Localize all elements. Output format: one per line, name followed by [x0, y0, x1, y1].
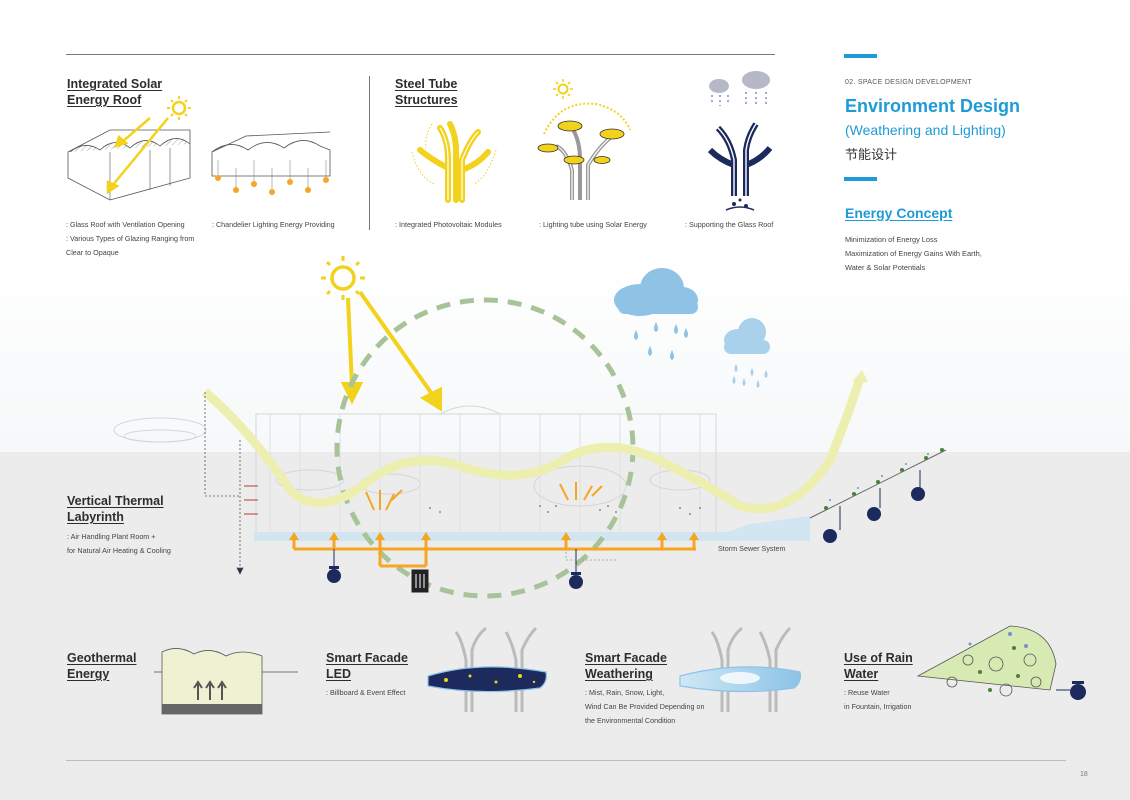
section-label: 02. SPACE DESIGN DEVELOPMENT — [845, 79, 972, 86]
led-facade-illustration — [427, 626, 547, 712]
slope-water — [710, 516, 810, 541]
page-number: 18 — [1080, 771, 1088, 778]
weathering-facade-illustration — [679, 626, 801, 712]
upper-background — [0, 250, 1130, 452]
air-flow-wave — [202, 376, 865, 514]
sun-ray-arrows — [106, 117, 169, 195]
duct-arrowheads — [289, 532, 699, 540]
weathering-title: Smart Facade Weathering — [585, 651, 667, 681]
slope-pumps — [823, 470, 925, 543]
led-note: : Billboard & Event Effect — [326, 688, 406, 697]
photovoltaic-note: : Integrated Photovoltaic Modules — [395, 220, 502, 229]
page-subtitle: (Weathering and Lighting) — [845, 122, 1006, 138]
led-title: Smart Facade LED — [326, 651, 408, 681]
tree-lights — [365, 482, 603, 511]
column-divider — [369, 76, 370, 230]
chandelier-roof-sketch — [211, 131, 331, 195]
steel-tube-title: Steel Tube Structures — [395, 77, 458, 107]
photovoltaic-tube-sketch — [411, 121, 497, 203]
chinese-subtitle: 节能设计 — [845, 148, 898, 163]
mist-dots — [429, 505, 701, 515]
raindrops-large — [634, 322, 688, 360]
slope-drips — [829, 453, 929, 501]
pump-icon — [327, 549, 341, 583]
energy-concept-text: Minimization of Energy Loss Maximization… — [845, 235, 982, 272]
geothermal-illustration — [154, 648, 298, 715]
lighting-tube-note: : Lighting tube using Solar Energy — [539, 220, 647, 229]
weathering-note: : Mist, Rain, Snow, Light, Wind Can Be P… — [585, 688, 705, 725]
storm-sewer-line — [565, 552, 616, 561]
rain-cloud-small — [724, 318, 770, 354]
labyrinth-flow — [204, 392, 244, 575]
water-band — [254, 532, 754, 541]
slope-plants — [824, 448, 944, 510]
small-sun-icon — [553, 79, 573, 99]
pump-icon — [569, 549, 583, 589]
intake-arrows — [244, 485, 258, 515]
labyrinth-note: : Air Handling Plant Room + for Natural … — [67, 532, 171, 555]
rain-water-note: : Reuse Water in Fountain, Irrigation — [844, 688, 912, 711]
supporting-tube-sketch — [707, 71, 773, 211]
raindrops-small — [732, 364, 768, 388]
solar-roof-title: Integrated Solar Energy Roof — [67, 77, 163, 107]
top-rule — [66, 54, 775, 55]
rain-cloud-large — [614, 268, 698, 316]
storm-sewer-label: Storm Sewer System — [718, 544, 786, 553]
energy-concept-title: Energy Concept — [845, 205, 953, 221]
solar-roof-note: : Glass Roof with Ventilation Opening : … — [66, 220, 195, 257]
solar-gain-arrows — [340, 290, 442, 412]
rainwater-illustration — [916, 625, 1086, 700]
battery-icon — [411, 569, 429, 593]
rain-water-title: Use of Rain Water — [844, 651, 913, 681]
labyrinth-title: Vertical Thermal Labyrinth — [67, 494, 164, 524]
air-flow-arrowhead — [852, 370, 868, 382]
accent-bar-top — [844, 54, 877, 58]
sun-icon — [167, 96, 191, 120]
support-note: : Supporting the Glass Roof — [685, 220, 774, 229]
building-outline — [113, 405, 717, 537]
air-duct-network — [292, 538, 696, 568]
accent-bar-mid — [844, 177, 877, 181]
lighting-tube-sketch — [537, 79, 631, 200]
lower-background — [0, 452, 1130, 800]
big-sun-icon — [321, 256, 365, 300]
chandelier-note: : Chandelier Lighting Energy Providing — [212, 220, 335, 229]
bottom-rule — [66, 760, 1066, 761]
geothermal-title: Geothermal Energy — [67, 651, 137, 681]
page-title: Environment Design — [845, 96, 1021, 116]
